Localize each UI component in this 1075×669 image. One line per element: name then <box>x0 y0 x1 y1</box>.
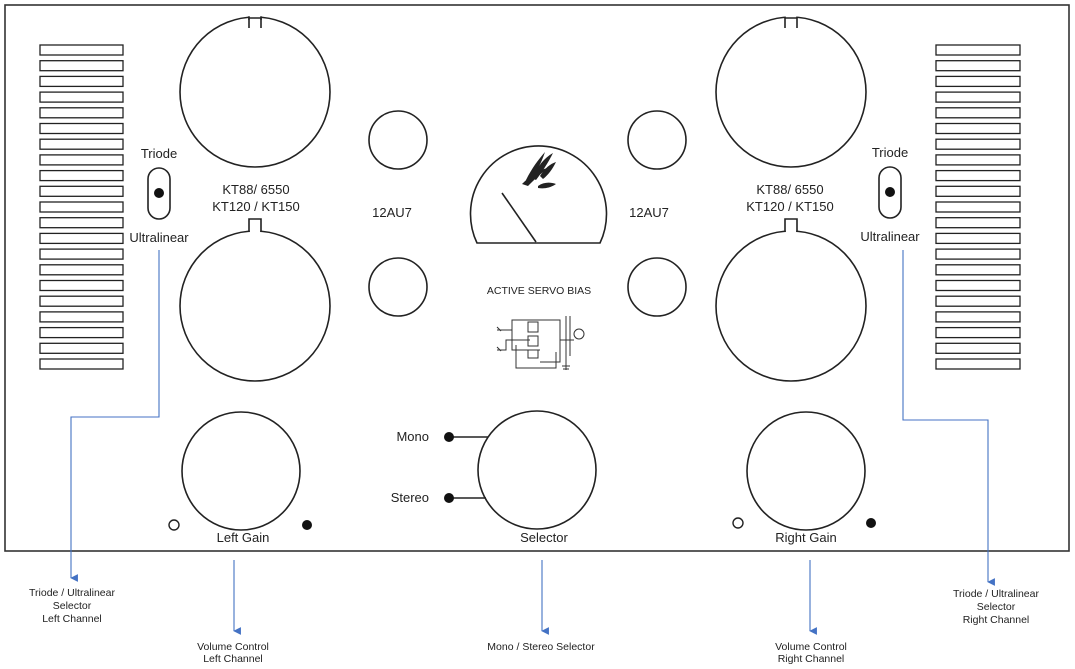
heatsink-fin <box>39 342 124 354</box>
heatsink-fin <box>39 169 124 182</box>
left-gain-label: Left Gain <box>217 530 270 545</box>
heatsink-fin <box>935 342 1021 354</box>
heatsink-fin <box>935 358 1021 370</box>
heatsink-fin <box>39 75 124 88</box>
right-preamp-tube-label: 12AU7 <box>629 205 669 220</box>
heatsink-fin <box>935 217 1021 229</box>
heatsink-fin <box>935 138 1021 150</box>
left-power-tube-rear <box>179 218 331 382</box>
left-power-tube-label-line1: KT88/ 6550 <box>222 182 289 197</box>
left-gain-knob[interactable] <box>181 411 301 531</box>
left-power-tube-front <box>179 16 331 168</box>
heatsink-fin <box>39 44 124 56</box>
right-gain-label: Right Gain <box>775 530 836 545</box>
left-heatsink <box>39 44 124 370</box>
heatsink-fin <box>39 185 124 197</box>
heatsink-fin <box>39 358 124 370</box>
right-ultralinear-label: Ultralinear <box>860 229 920 244</box>
selector-knob[interactable] <box>477 410 597 530</box>
heatsink-fin <box>39 122 124 135</box>
heatsink-fin <box>935 326 1021 339</box>
callout-right-mode-line3: Right Channel <box>963 614 1030 626</box>
right-gain-min-marker <box>732 517 744 529</box>
heatsink-fin <box>39 60 124 72</box>
callout-left-mode-line1: Triode / Ultralinear <box>29 587 115 599</box>
heatsink-fin <box>935 311 1021 323</box>
heatsink-fin <box>935 107 1021 119</box>
bias-label: ACTIVE SERVO BIAS <box>487 285 591 297</box>
meter-needle <box>501 192 537 243</box>
bias-circuit-schematic-icon <box>496 316 585 370</box>
heatsink-fin <box>935 264 1021 276</box>
heatsink-fin <box>39 295 124 307</box>
left-preamp-tube-label: 12AU7 <box>372 205 412 220</box>
heatsink-fin <box>39 232 124 245</box>
right-preamp-tube-front <box>627 110 687 170</box>
callout-line-right-mode <box>902 250 995 586</box>
heatsink-fin <box>39 248 124 260</box>
left-mode-switch-knob <box>154 188 164 198</box>
right-gain-knob[interactable] <box>746 411 866 531</box>
heatsink-fin <box>39 154 124 166</box>
right-power-tube-label-line2: KT120 / KT150 <box>746 199 833 214</box>
heatsink-fin <box>39 279 124 292</box>
callout-selector-line1: Mono / Stereo Selector <box>487 641 595 653</box>
stereo-label: Stereo <box>391 490 429 505</box>
heatsink-fin <box>935 91 1021 103</box>
right-power-tube-front <box>715 16 867 168</box>
callout-left-volume-line2: Left Channel <box>203 653 263 665</box>
heatsink-fin <box>935 44 1021 56</box>
callout-left-mode-line2: Selector <box>53 600 92 612</box>
right-mode-switch-knob <box>885 187 895 197</box>
right-triode-label: Triode <box>872 145 908 160</box>
right-preamp-tube-rear <box>627 257 687 317</box>
right-gain-max-marker <box>866 518 876 528</box>
heatsink-fin <box>39 201 124 213</box>
heatsink-fin <box>935 201 1021 213</box>
chassis-outline <box>4 4 1070 552</box>
heatsink-fin <box>39 107 124 119</box>
left-gain-min-marker <box>168 519 180 531</box>
heatsink-fin <box>935 279 1021 292</box>
callout-right-volume-line1: Volume Control <box>775 641 847 653</box>
stereo-indicator-dot <box>444 493 454 503</box>
right-power-tube-label-line1: KT88/ 6550 <box>756 182 823 197</box>
heatsink-fin <box>935 122 1021 135</box>
left-preamp-tube-front <box>368 110 428 170</box>
heatsink-fin <box>39 264 124 276</box>
heatsink-fin <box>935 248 1021 260</box>
left-ultralinear-label: Ultralinear <box>129 230 189 245</box>
heatsink-fin <box>39 217 124 229</box>
callout-right-volume-line2: Right Channel <box>778 653 845 665</box>
right-power-tube-rear <box>715 218 867 382</box>
heatsink-fin <box>935 232 1021 245</box>
left-triode-label: Triode <box>141 146 177 161</box>
right-heatsink <box>935 44 1021 370</box>
callout-right-mode-line1: Triode / Ultralinear <box>953 588 1039 600</box>
heatsink-fin <box>935 295 1021 307</box>
mono-label: Mono <box>396 429 429 444</box>
heatsink-fin <box>935 169 1021 182</box>
heatsink-fin <box>935 154 1021 166</box>
callout-right-mode-line2: Selector <box>977 601 1016 613</box>
heatsink-fin <box>39 311 124 323</box>
bias-meter <box>469 145 608 244</box>
mono-indicator-dot <box>444 432 454 442</box>
left-preamp-tube-rear <box>368 257 428 317</box>
left-power-tube-label-line2: KT120 / KT150 <box>212 199 299 214</box>
heatsink-fin <box>39 138 124 150</box>
selector-label: Selector <box>520 530 568 545</box>
brand-logo-icon <box>522 152 556 189</box>
heatsink-fin <box>935 75 1021 88</box>
heatsink-fin <box>935 185 1021 197</box>
heatsink-fin <box>935 60 1021 72</box>
left-gain-max-marker <box>302 520 312 530</box>
callout-left-volume-line1: Volume Control <box>197 641 269 653</box>
heatsink-fin <box>39 91 124 103</box>
callout-line-left-mode <box>70 250 160 582</box>
callout-left-mode-line3: Left Channel <box>42 613 102 625</box>
heatsink-fin <box>39 326 124 339</box>
